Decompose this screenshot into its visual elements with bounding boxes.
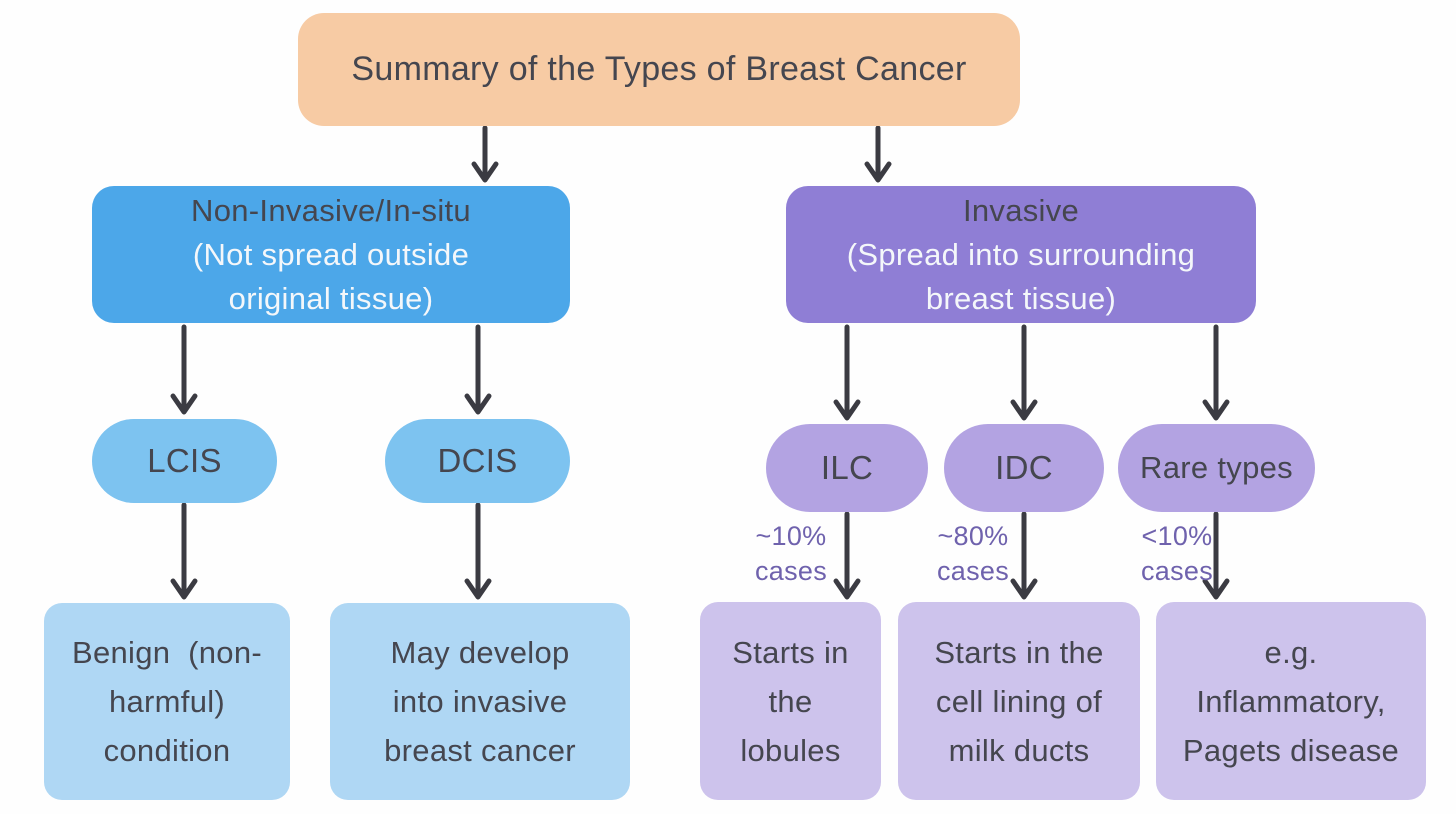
non-invasive-subheading: (Not spread outside original tissue) bbox=[192, 236, 470, 316]
outcome-ilc-text: Starts in the lobules bbox=[732, 634, 849, 768]
arrow-dcis-to-develop bbox=[464, 502, 492, 600]
pill-idc-label: IDC bbox=[995, 449, 1053, 486]
outcome-ilc-lobules: Starts in the lobules bbox=[700, 602, 881, 800]
invasive-heading: Invasive bbox=[962, 192, 1080, 228]
pill-ilc-label: ILC bbox=[820, 449, 874, 486]
idc-cases-note: ~80% cases bbox=[936, 521, 1010, 586]
pill-lcis: LCIS bbox=[92, 419, 277, 503]
arrow-noninvasive-to-dcis bbox=[464, 324, 492, 415]
arrow-title-to-invasive bbox=[864, 125, 892, 183]
pill-dcis: DCIS bbox=[385, 419, 570, 503]
rare-cases-note: <10% cases bbox=[1140, 521, 1214, 586]
diagram-title: Summary of the Types of Breast Cancer bbox=[298, 13, 1020, 126]
pill-idc: IDC bbox=[944, 424, 1104, 512]
outcome-rare-text: e.g. Inflammatory, Pagets disease bbox=[1182, 634, 1400, 768]
invasive-subheading: (Spread into surrounding breast tissue) bbox=[846, 236, 1196, 316]
arrow-invasive-to-rare bbox=[1202, 324, 1230, 421]
outcome-dcis-develop: May develop into invasive breast cancer bbox=[330, 603, 630, 800]
outcome-idc-text: Starts in the cell lining of milk ducts bbox=[934, 634, 1104, 768]
outcome-dcis-text: May develop into invasive breast cancer bbox=[384, 635, 576, 768]
arrow-invasive-to-ilc bbox=[833, 324, 861, 421]
arrow-title-to-noninvasive bbox=[471, 125, 499, 183]
arrow-lcis-to-benign bbox=[170, 502, 198, 600]
ilc-cases-note: ~10% cases bbox=[754, 521, 828, 586]
branch-non-invasive: Non-Invasive/In-situ (Not spread outside… bbox=[92, 186, 570, 323]
branch-invasive: Invasive (Spread into surrounding breast… bbox=[786, 186, 1256, 323]
arrow-noninvasive-to-lcis bbox=[170, 324, 198, 415]
arrow-invasive-to-idc bbox=[1010, 324, 1038, 421]
pill-dcis-label: DCIS bbox=[437, 442, 518, 479]
pill-rare-types-label: Rare types bbox=[1140, 450, 1293, 485]
outcome-rare-examples: e.g. Inflammatory, Pagets disease bbox=[1156, 602, 1426, 800]
non-invasive-heading: Non-Invasive/In-situ bbox=[191, 192, 471, 228]
outcome-idc-ducts: Starts in the cell lining of milk ducts bbox=[898, 602, 1140, 800]
pill-rare-types: Rare types bbox=[1118, 424, 1315, 512]
diagram-title-text: Summary of the Types of Breast Cancer bbox=[351, 50, 967, 88]
pill-ilc: ILC bbox=[766, 424, 928, 512]
outcome-lcis-benign: Benign (non- harmful) condition bbox=[44, 603, 290, 800]
outcome-lcis-text: Benign (non- harmful) condition bbox=[71, 635, 263, 768]
pill-lcis-label: LCIS bbox=[147, 442, 222, 479]
